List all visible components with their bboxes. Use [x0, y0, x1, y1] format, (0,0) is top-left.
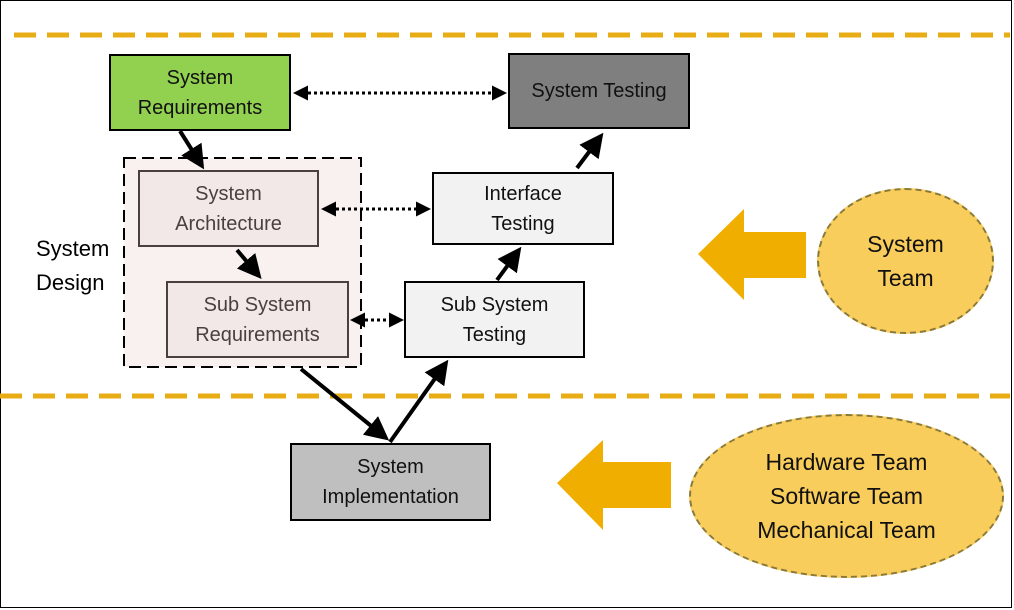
edge-subreq-to-impl [299, 367, 390, 441]
edge-subtest-to-iftest [495, 246, 522, 282]
interface-testing-box: Interface Testing [432, 172, 614, 245]
edge-impl-to-subtest [388, 359, 449, 444]
system-architecture-box: System Architecture [138, 170, 319, 247]
system-requirements-box: System Requirements [109, 54, 291, 131]
hw-sw-mech-team-ellipse: Hardware Team Software Team Mechanical T… [689, 414, 1004, 578]
sub-system-testing-box: Sub System Testing [404, 281, 585, 358]
edge-iftest-to-systest [575, 132, 604, 170]
edge-req-to-arch [178, 129, 205, 170]
system-team-ellipse: System Team [817, 188, 994, 334]
system-implementation-box: System Implementation [290, 443, 491, 521]
system-testing-box: System Testing [508, 53, 690, 129]
system-design-label: System Design [36, 236, 110, 295]
hw-sw-mech-team-arrow [557, 440, 671, 530]
edge-arch-to-subreq [235, 248, 262, 280]
sub-system-requirements-box: Sub System Requirements [166, 281, 349, 358]
system-team-arrow [698, 209, 806, 300]
